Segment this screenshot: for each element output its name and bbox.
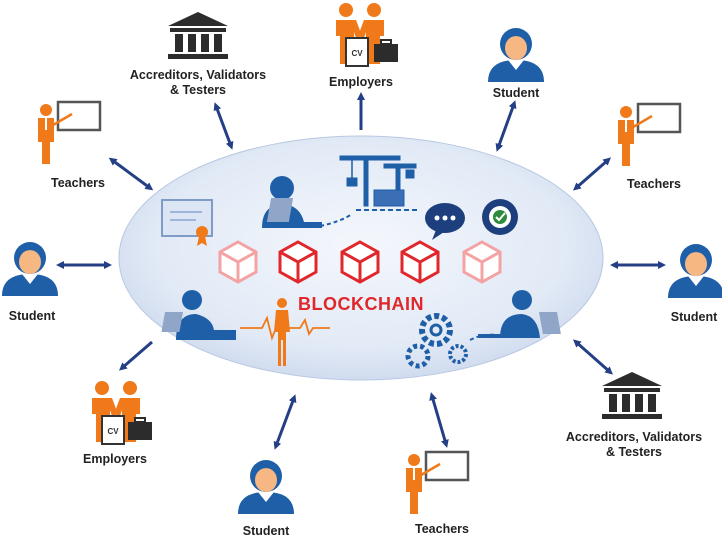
heartbeat-body-icon (240, 298, 330, 366)
label-teachers-bottom: Teachers (415, 522, 469, 536)
blockchain-title: BLOCKCHAIN (298, 294, 424, 314)
briefcase-icon-bottom (128, 417, 152, 440)
teacher-icon-right (616, 102, 682, 168)
arrow-teachers-right (572, 157, 612, 191)
block-cube-5 (462, 240, 502, 284)
label-accreditors-bottom: Accreditors, Validators & Testers (565, 430, 703, 459)
svg-text:CV: CV (351, 49, 363, 58)
label-employers-bottom-left: Employers (83, 452, 147, 466)
crane-factory-icon (339, 155, 420, 211)
arrow-accreditors-top (213, 102, 234, 150)
student-icon-bottom (238, 460, 294, 514)
arrow-student-top-right (495, 100, 517, 152)
arrow-teachers-bottom (429, 392, 449, 448)
block-cube-4 (400, 240, 440, 284)
student-icon-top-right (488, 28, 544, 82)
label-teachers-right: Teachers (627, 177, 681, 191)
arrow-accreditors-bottom (573, 339, 613, 375)
label-student-left: Student (8, 309, 56, 323)
block-cube-3 (340, 240, 380, 284)
cv-document-icon-bottom: CV (101, 415, 125, 445)
svg-text:CV: CV (107, 427, 119, 436)
label-student-right: Student (670, 310, 718, 324)
briefcase-icon-top (374, 39, 398, 62)
digital-badge-icon (482, 199, 518, 235)
arrow-teachers-top-left (108, 157, 154, 191)
laptop-user-right-icon (478, 290, 561, 338)
block-cube-2 (278, 240, 318, 284)
teacher-icon-top-left (36, 100, 102, 166)
label-accreditors-top: Accreditors, Validators & Testers (129, 68, 267, 97)
bank-icon-bottom (602, 372, 662, 419)
arrow-employers-bottom-left (118, 340, 153, 371)
student-icon-left (2, 242, 58, 296)
label-teachers-top-left: Teachers (51, 176, 105, 190)
bank-icon-top (168, 12, 228, 59)
laptop-user-icon (262, 176, 353, 228)
laptop-user-left-icon (161, 290, 236, 340)
cv-document-icon-top: CV (345, 37, 369, 67)
block-cube-1 (218, 240, 258, 284)
arrow-student-bottom (273, 394, 297, 450)
chat-bubble-icon (425, 203, 465, 240)
label-student-top-right: Student (492, 86, 540, 100)
student-icon-right (668, 244, 722, 298)
teacher-icon-bottom (404, 450, 470, 516)
certificate-icon (161, 199, 213, 246)
label-employers-top: Employers (329, 75, 393, 89)
label-student-bottom: Student (242, 524, 290, 538)
